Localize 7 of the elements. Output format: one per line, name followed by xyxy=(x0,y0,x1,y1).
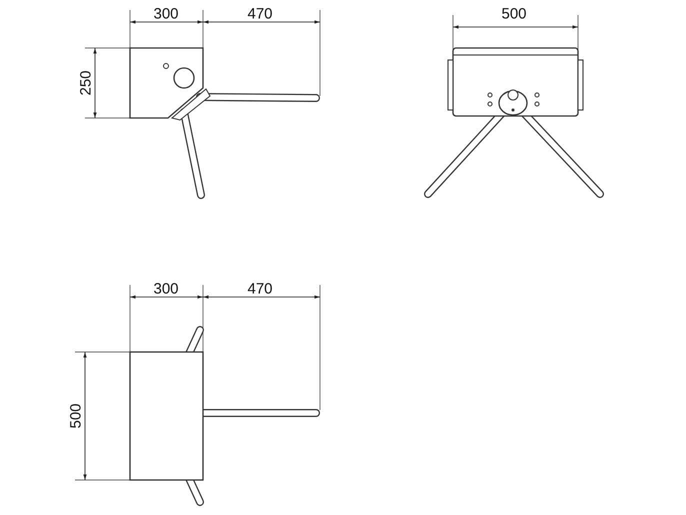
dimension-label: 300 xyxy=(153,6,179,22)
dimension-label: 500 xyxy=(501,6,527,22)
dimension-label: 500 xyxy=(68,403,84,429)
dimension-label: 300 xyxy=(153,282,179,296)
dimension-label: 470 xyxy=(247,282,273,296)
dimension-label: 250 xyxy=(78,70,94,96)
dimension-label: 470 xyxy=(247,6,273,22)
